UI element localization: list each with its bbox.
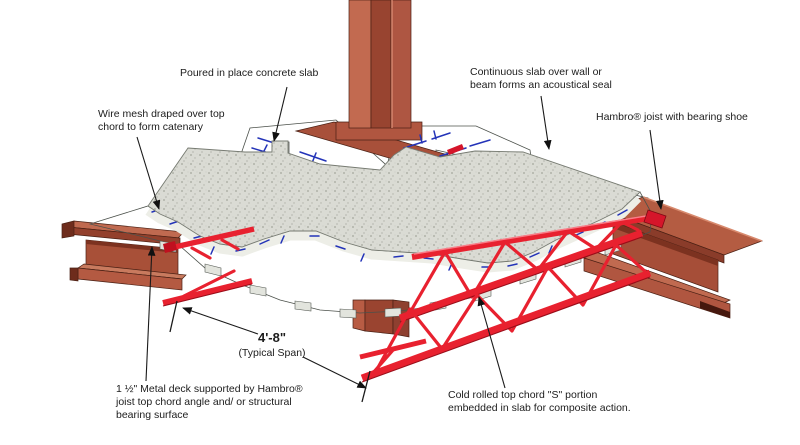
joist-center-bottom-chord	[398, 229, 644, 322]
label-cold-rolled: Cold rolled top chord "S" portion embedd…	[448, 389, 631, 414]
concrete-slab	[147, 140, 641, 264]
column-flange-left	[348, 0, 372, 129]
dimension-tick-left	[169, 300, 178, 333]
bearing-shoe	[643, 209, 667, 229]
dimension-typical-span	[169, 300, 371, 403]
column-flange-right	[390, 0, 412, 129]
left-beam-bottom-endcap	[69, 267, 79, 282]
slab-edge-ledge	[145, 194, 642, 273]
joist-left-bearing-shoe	[163, 241, 177, 253]
leader-cold-rolled	[477, 296, 506, 389]
label-hambro-joist: Hambro® joist with bearing shoe	[596, 111, 748, 123]
right-girder-beam	[583, 196, 764, 319]
leader-wire-mesh	[136, 136, 161, 210]
dimension-value: 4'-8"	[257, 330, 287, 345]
dimension-qualifier: (Typical Span)	[238, 347, 306, 359]
leader-hambro-joist	[649, 129, 664, 210]
joist-top-chord-tip-exposed	[447, 144, 464, 155]
label-continuous-slab: Continuous slab over wall or beam forms …	[470, 66, 612, 91]
joist-center-top-chord	[411, 215, 649, 260]
leader-metal-deck	[145, 246, 156, 382]
joist-left-bottom-chord	[162, 278, 253, 306]
joist-left	[162, 226, 255, 307]
joist-center	[398, 209, 667, 323]
label-metal-deck: 1 ½" Metal deck supported by Hambro® joi…	[116, 383, 303, 421]
left-beam-flange-endcap	[61, 220, 75, 239]
dimension-arrow-right	[302, 356, 367, 389]
joist-front	[359, 243, 652, 383]
steel-column	[335, 0, 423, 141]
beam-shadow-notch	[700, 301, 730, 318]
joist-left-top-chord	[165, 226, 255, 252]
joist-front-bottom-chord	[360, 269, 652, 382]
leader-lines	[136, 86, 664, 389]
left-beam	[61, 220, 187, 291]
label-poured-slab: Poured in place concrete slab	[180, 67, 319, 79]
leader-continuous-slab	[540, 95, 552, 150]
column-web	[370, 0, 392, 129]
dimension-arrow-left	[182, 307, 259, 335]
leader-poured-slab	[272, 86, 288, 142]
label-wire-mesh: Wire mesh draped over top chord to form …	[98, 108, 225, 133]
